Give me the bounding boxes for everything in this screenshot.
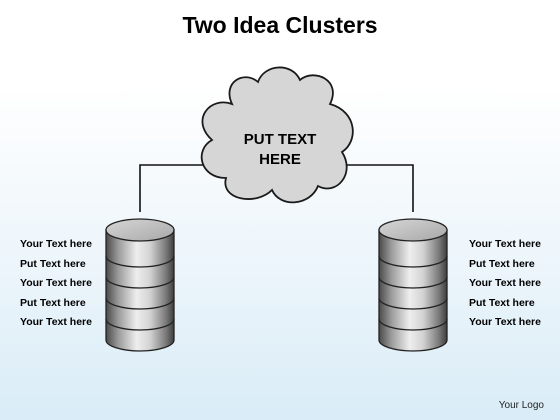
- right-database-icon: [378, 218, 448, 352]
- right-list-item: Put Text here: [469, 257, 535, 270]
- left-list-item: Your Text here: [20, 316, 92, 329]
- left-text-list: Your Text here Put Text here Your Text h…: [20, 235, 92, 333]
- right-list-item: Your Text here: [469, 316, 541, 329]
- left-connector: [139, 164, 222, 212]
- left-list-item: Your Text here: [20, 277, 92, 290]
- page-title: Two Idea Clusters: [182, 12, 378, 38]
- right-list-item: Put Text here: [469, 296, 535, 309]
- left-list-item: Put Text here: [20, 257, 86, 270]
- cloud-text-line-2: HERE: [259, 151, 301, 168]
- right-list-item: Your Text here: [469, 277, 541, 290]
- left-list-item: Your Text here: [20, 238, 92, 250]
- right-connector: [345, 164, 414, 212]
- logo-text: Your Logo: [498, 400, 544, 411]
- thought-cloud: [200, 66, 354, 204]
- right-list-item: Your Text here: [469, 238, 541, 250]
- left-list-item: Put Text here: [20, 296, 86, 309]
- cloud-text-line-1: PUT TEXT: [243, 131, 317, 148]
- left-database-icon: [105, 218, 175, 352]
- right-text-list: Your Text here Put Text here Your Text h…: [469, 235, 541, 333]
- cloud-text: PUT TEXT HERE: [215, 130, 345, 170]
